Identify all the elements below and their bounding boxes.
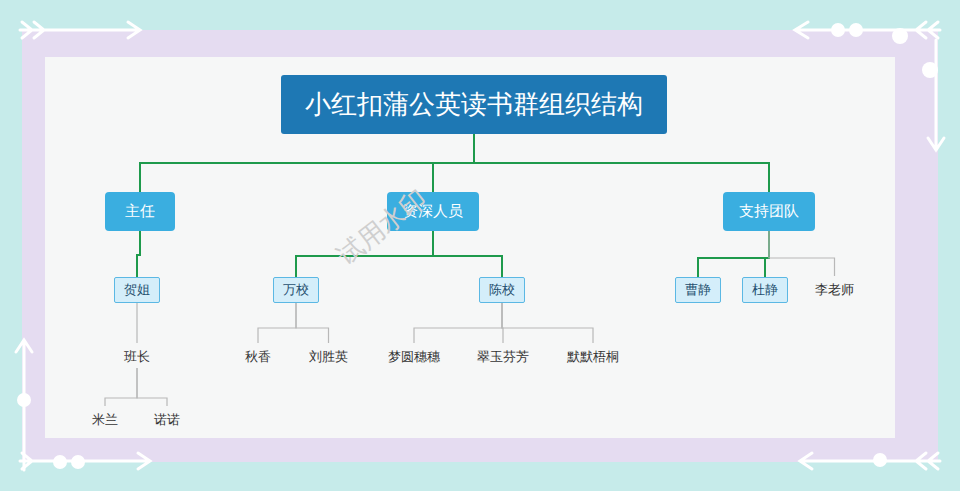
node-label: 刘胜英	[309, 348, 348, 366]
connector	[414, 303, 502, 343]
connector	[433, 134, 474, 192]
member-box: 贺姐	[114, 277, 160, 303]
connector	[136, 303, 137, 343]
member-box: 曹静	[675, 277, 721, 303]
connector	[137, 231, 140, 277]
node-label: 翠玉芬芳	[477, 348, 529, 366]
connector	[502, 303, 593, 343]
member-text: 班长	[120, 346, 154, 368]
member-text: 李老师	[811, 279, 858, 301]
member-text: 刘胜英	[305, 346, 352, 368]
member-box: 陈校	[479, 277, 525, 303]
member-text: 秋香	[241, 346, 275, 368]
category-box: 主任	[105, 192, 175, 231]
connector	[433, 231, 502, 277]
member-text: 梦圆穗穗	[384, 346, 444, 368]
member-text: 默默梧桐	[563, 346, 623, 368]
connector	[698, 231, 769, 277]
connector	[137, 368, 167, 406]
title-box: 小红扣蒲公英读书群组织结构	[281, 75, 667, 134]
content-panel	[45, 57, 895, 438]
member-text: 翠玉芬芳	[473, 346, 533, 368]
node-label: 陈校	[489, 281, 515, 299]
lavender-border	[22, 30, 938, 462]
member-box: 万校	[273, 277, 319, 303]
node-label: 贺姐	[124, 281, 150, 299]
node-label: 班长	[124, 348, 150, 366]
node-label: 默默梧桐	[567, 348, 619, 366]
connector	[769, 231, 835, 276]
connector	[105, 368, 137, 406]
connector	[258, 303, 296, 343]
member-text: 米兰	[88, 409, 122, 431]
node-label: 米兰	[92, 411, 118, 429]
node-label: 李老师	[815, 281, 854, 299]
category-box: 支持团队	[723, 192, 815, 231]
corner-arrows	[16, 22, 944, 470]
node-label: 诺诺	[154, 411, 180, 429]
node-label: 支持团队	[739, 202, 799, 221]
connector	[474, 134, 769, 192]
node-label: 主任	[125, 202, 155, 221]
node-label: 杜静	[752, 281, 778, 299]
member-text: 诺诺	[150, 409, 184, 431]
member-box: 杜静	[742, 277, 788, 303]
connector	[140, 134, 474, 192]
node-label: 万校	[283, 281, 309, 299]
node-label: 小红扣蒲公英读书群组织结构	[305, 87, 643, 122]
connector	[296, 303, 329, 343]
node-label: 曹静	[685, 281, 711, 299]
frame-dots	[17, 23, 938, 469]
node-label: 秋香	[245, 348, 271, 366]
node-label: 梦圆穗穗	[388, 348, 440, 366]
